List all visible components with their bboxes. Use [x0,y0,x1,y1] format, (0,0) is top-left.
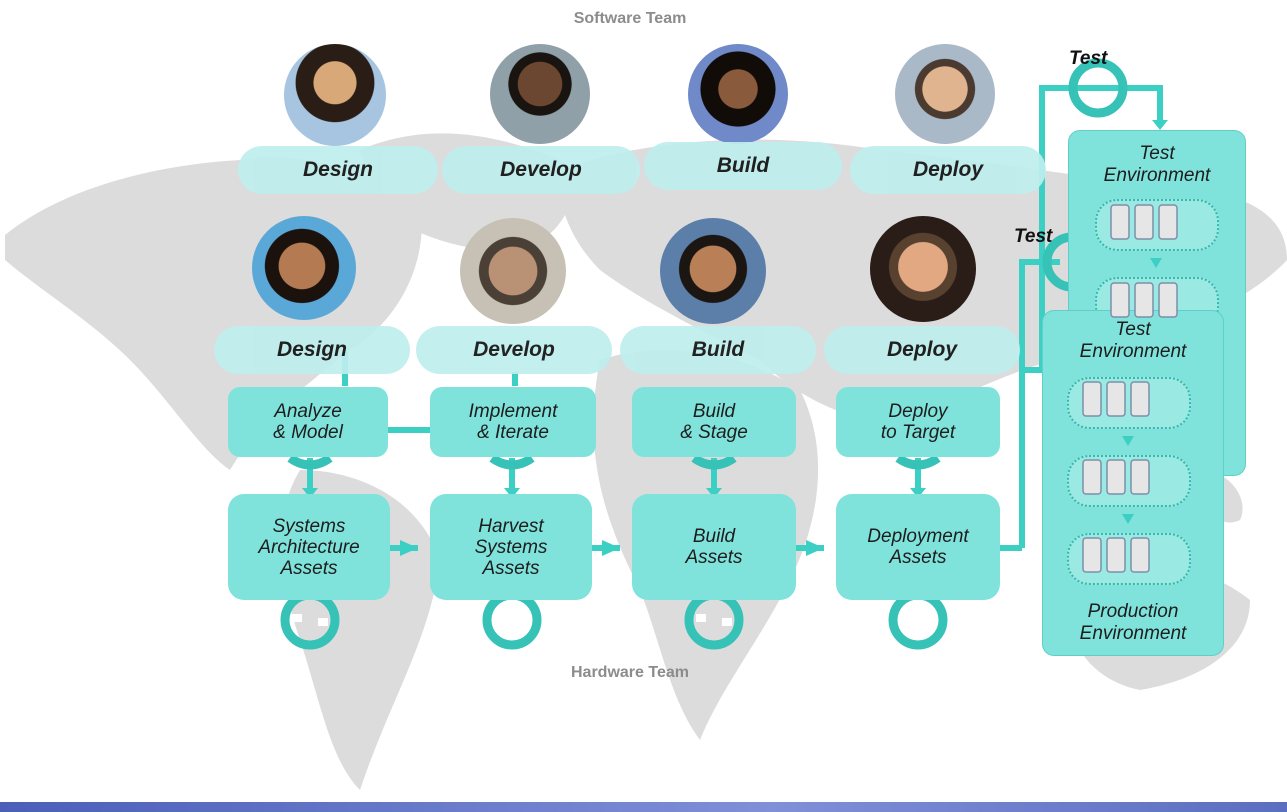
avatar-hardware-design [252,216,356,320]
assets-deployment: Deployment Assets [836,494,1000,600]
software-stage-deploy: Deploy [850,146,1046,194]
avatar-software-deploy [895,44,995,144]
test-label-middle: Test [1014,226,1053,247]
activity-build-stage: Build & Stage [632,387,796,457]
activity-deploy-target: Deploy to Target [836,387,1000,457]
software-stage-build: Build [644,142,842,190]
avatar-hardware-deploy [870,216,976,322]
footer-bar [0,802,1287,812]
software-stage-design: Design [238,146,438,194]
activity-implement-iterate: Implement & Iterate [430,387,596,457]
production-environment-label: Production Environment [1079,601,1187,644]
assets-build: Build Assets [632,494,796,600]
test-environment-front-label: Test Environment [1079,319,1187,362]
assets-harvest-systems: Harvest Systems Assets [430,494,592,600]
avatar-hardware-build [660,218,766,324]
hardware-stage-develop: Develop [416,326,612,374]
test-environment-back-label: Test Environment [1103,143,1211,186]
avatar-software-build [688,44,788,144]
hardware-stage-design: Design [214,326,410,374]
software-team-label: Software Team [573,10,687,27]
avatar-software-develop [490,44,590,144]
avatar-software-design [284,44,386,146]
assets-systems-architecture: Systems Architecture Assets [228,494,390,600]
software-stage-develop: Develop [442,146,640,194]
hardware-stage-build: Build [620,326,816,374]
activity-analyze-model: Analyze & Model [228,387,388,457]
test-label-top: Test [1069,48,1108,69]
hardware-stage-deploy: Deploy [824,326,1020,374]
hardware-team-label: Hardware Team [571,664,689,681]
avatar-hardware-develop [460,218,566,324]
